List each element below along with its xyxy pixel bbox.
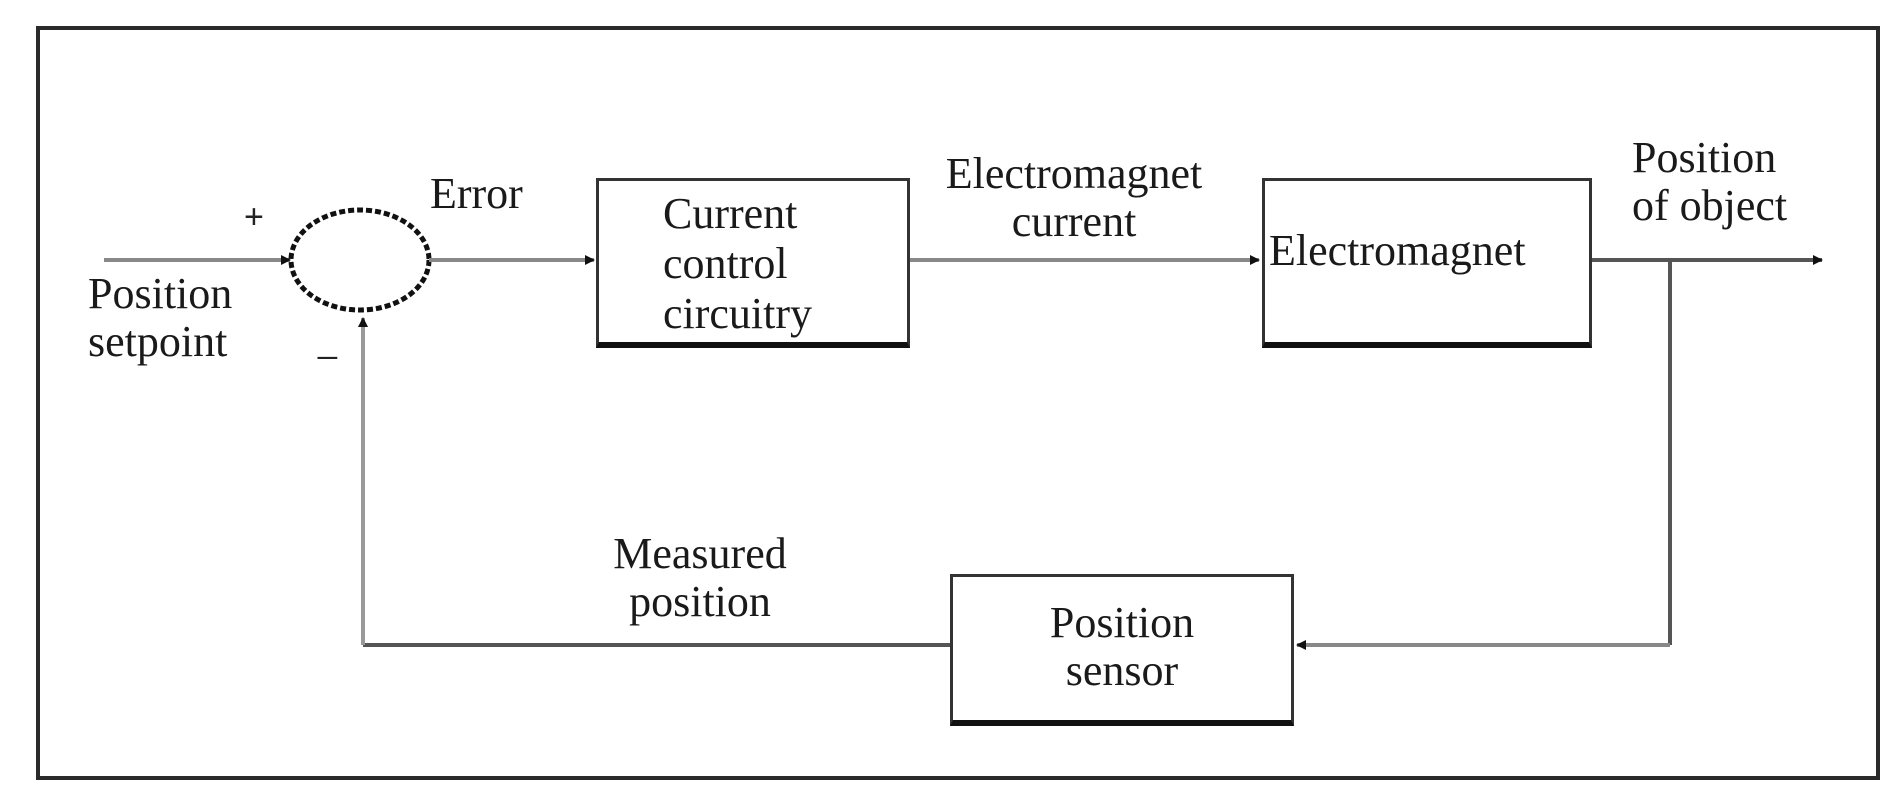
- plus-sign: +: [244, 198, 264, 236]
- error-label: Error: [430, 169, 523, 218]
- current-control-label: Current control circuitry: [663, 189, 813, 338]
- current-control-block: Current control circuitry: [596, 178, 910, 348]
- position-sensor-label: Position sensor: [1049, 598, 1195, 695]
- position-setpoint-label: Position setpoint: [88, 269, 233, 366]
- summing-junction: [288, 207, 432, 313]
- measured-position-label: Measured position: [613, 529, 787, 626]
- electromagnet-current-label: Electromagnet current: [945, 149, 1203, 246]
- minus-sign: _: [318, 322, 337, 360]
- electromagnet-label: Electromagnet: [1269, 226, 1526, 275]
- electromagnet-block: Electromagnet: [1262, 178, 1592, 348]
- position-sensor-block: Position sensor: [950, 574, 1294, 726]
- position-of-object-label: Position of object: [1632, 133, 1788, 230]
